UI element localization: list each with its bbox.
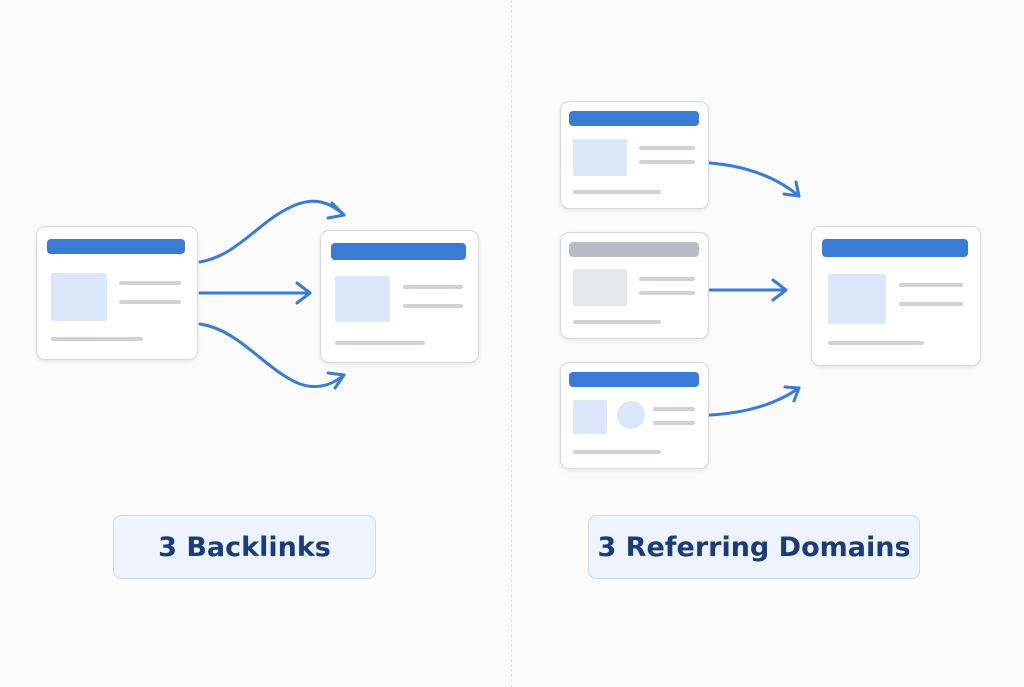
text-line xyxy=(899,283,963,287)
backlinks-caption-text: 3 Backlinks xyxy=(158,531,331,563)
text-line xyxy=(403,285,463,289)
domain-page-card-1 xyxy=(560,101,709,209)
target-page-card xyxy=(811,226,981,366)
image-placeholder xyxy=(573,139,627,176)
avatar-placeholder xyxy=(617,401,645,429)
text-line xyxy=(639,291,695,295)
page-header-bar xyxy=(47,239,185,254)
page-header-bar xyxy=(569,111,699,126)
text-line xyxy=(335,341,425,345)
backlink-arrow-top xyxy=(198,199,346,264)
text-line xyxy=(828,341,924,345)
text-line xyxy=(573,190,661,194)
domain-page-card-2 xyxy=(560,232,709,339)
image-placeholder xyxy=(573,400,607,434)
text-line xyxy=(573,320,661,324)
page-header-bar xyxy=(569,242,699,257)
text-line xyxy=(573,450,661,454)
domain-arrow-middle xyxy=(708,278,788,302)
domain-arrow-top xyxy=(708,161,801,198)
referring-domains-caption: 3 Referring Domains xyxy=(588,515,920,579)
text-line xyxy=(899,302,963,306)
backlink-arrow-middle xyxy=(198,281,312,305)
panel-divider xyxy=(511,0,512,687)
page-header-bar xyxy=(569,372,699,387)
backlink-arrow-bottom xyxy=(198,322,346,390)
text-line xyxy=(403,304,463,308)
image-placeholder xyxy=(51,273,107,321)
image-placeholder xyxy=(828,274,886,324)
source-page-card xyxy=(36,226,198,360)
text-line xyxy=(119,281,181,285)
text-line xyxy=(51,337,143,341)
text-line xyxy=(639,160,695,164)
image-placeholder xyxy=(573,269,627,306)
referring-domains-caption-text: 3 Referring Domains xyxy=(597,531,911,563)
target-page-card xyxy=(320,230,479,363)
text-line xyxy=(653,407,695,411)
page-header-bar xyxy=(331,243,466,260)
text-line xyxy=(119,300,181,304)
text-line xyxy=(653,421,695,425)
domain-page-card-3 xyxy=(560,362,709,469)
image-placeholder xyxy=(335,276,390,322)
backlinks-caption: 3 Backlinks xyxy=(113,515,376,579)
text-line xyxy=(639,277,695,281)
text-line xyxy=(639,146,695,150)
page-header-bar xyxy=(822,239,968,257)
domain-arrow-bottom xyxy=(708,385,801,417)
